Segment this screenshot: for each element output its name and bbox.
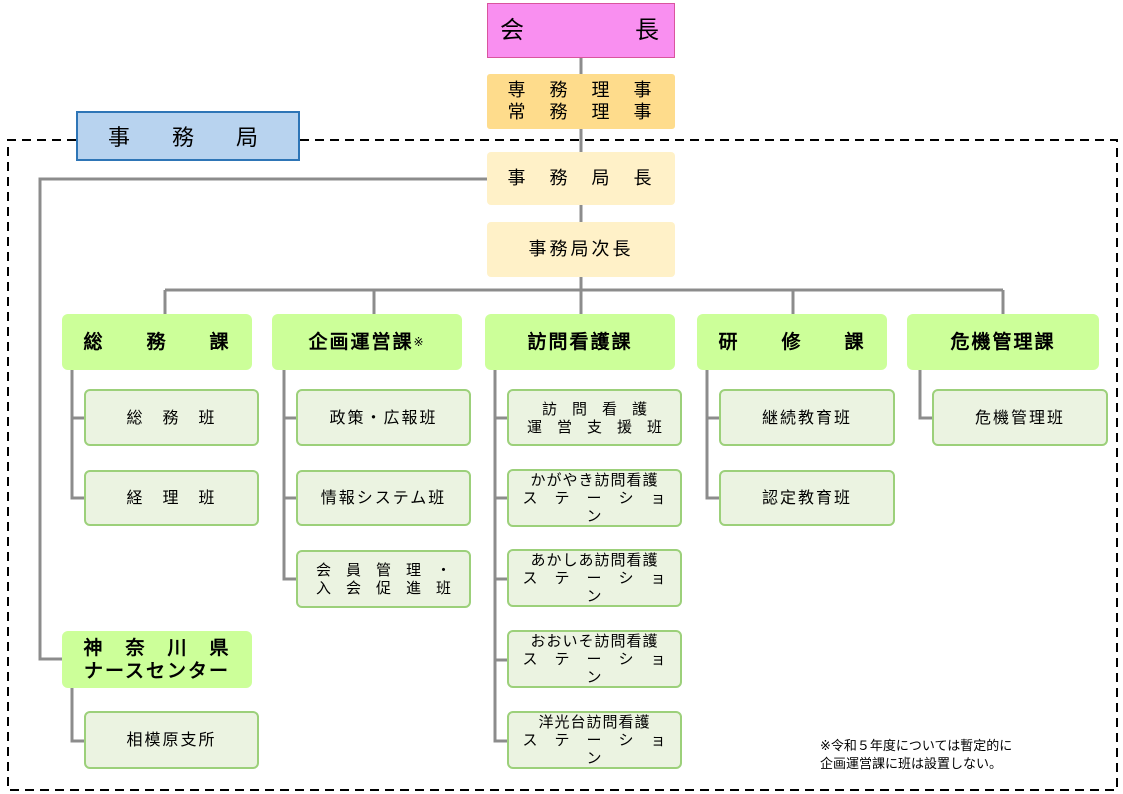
connector-general-affairs xyxy=(70,370,84,500)
continuing-education-team: 継続教育班 xyxy=(719,389,895,446)
connector-home-nursing xyxy=(493,370,507,743)
secretariat-boundary xyxy=(7,139,1118,791)
kagayaki-station: かがやき訪問看護 ス テ ー シ ョ ン xyxy=(507,469,682,527)
risk-management-dept: 危機管理課 xyxy=(907,314,1099,370)
ooiso-station: おおいそ訪問看護 ス テ ー シ ョ ン xyxy=(507,630,682,688)
connector-planning xyxy=(282,370,296,581)
connector-nurse-center xyxy=(70,688,84,743)
connector-risk xyxy=(918,370,932,420)
akashia-station: あかしあ訪問看護 ス テ ー シ ョ ン xyxy=(507,549,682,607)
information-system-team: 情報システム班 xyxy=(296,470,471,526)
home-nursing-dept: 訪問看護課 xyxy=(485,314,675,370)
accounting-team: 経 理 班 xyxy=(84,470,259,526)
secretariat-director-box: 事 務 局 長 xyxy=(487,152,675,205)
membership-team: 会 員 管 理 ・ 入 会 促 進 班 xyxy=(296,550,471,608)
planning-dept: 企画運営課※ xyxy=(272,314,462,370)
connector-director-nurse-center xyxy=(38,177,487,661)
executive-directors-box: 専 務 理 事 常 務 理 事 xyxy=(487,74,675,129)
planning-dept-label: 企画運営課 xyxy=(308,330,414,353)
yokodai-station: 洋光台訪問看護 ス テ ー シ ョ ン xyxy=(507,711,682,769)
nurse-center-dept: 神 奈 川 県 ナースセンター xyxy=(62,631,252,688)
policy-pr-team: 政策・広報班 xyxy=(296,389,471,446)
certified-education-team: 認定教育班 xyxy=(719,470,895,526)
general-affairs-team: 総 務 班 xyxy=(84,389,259,446)
planning-dept-note-mark: ※ xyxy=(413,334,426,349)
footnote: ※令和５年度については暫定的に 企画運営課に班は設置しない。 xyxy=(820,739,1013,772)
sagamihara-branch: 相模原支所 xyxy=(84,711,259,769)
training-dept: 研 修 課 xyxy=(697,314,887,370)
home-nursing-support-team: 訪 問 看 護 運 営 支 援 班 xyxy=(507,389,682,446)
risk-management-team: 危機管理班 xyxy=(932,389,1108,446)
connector-training xyxy=(705,370,719,500)
chief-box: 会 長 xyxy=(487,3,675,58)
secretariat-label: 事 務 局 xyxy=(76,111,300,161)
deputy-director-box: 事務局次長 xyxy=(487,222,675,277)
general-affairs-dept: 総 務 課 xyxy=(62,314,252,370)
